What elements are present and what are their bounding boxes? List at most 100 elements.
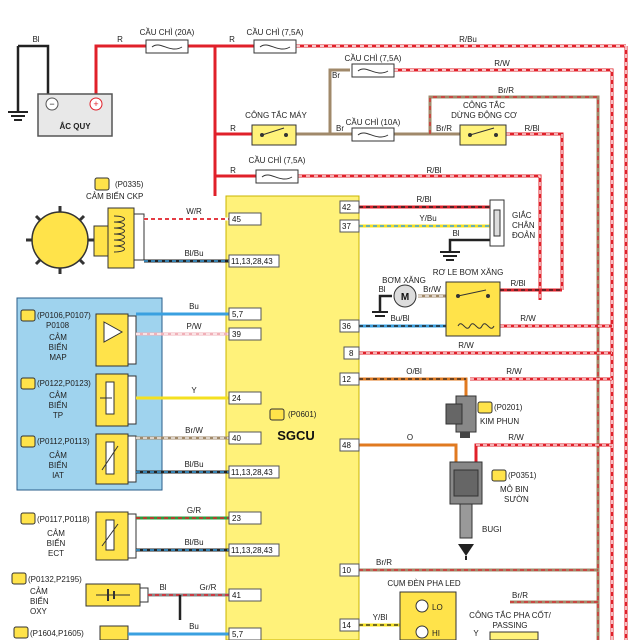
ckp-code: (P0335) (115, 180, 144, 189)
fuse-label: CẦU CHÌ (7,5A) (345, 53, 402, 63)
passing-label: PASSING (493, 621, 528, 630)
ect-sensor: (P0117,P0118) CẢM BIẾN ECT (20, 511, 137, 561)
pin-label: 5,7 (232, 310, 244, 319)
pin-label: 11,13,28,43 (231, 257, 273, 266)
headlight-hi: HI (432, 629, 440, 638)
tilt-sensor: GIẮC CHÂN ĐOẢN (440, 199, 535, 261)
wire-label: W/R (186, 207, 202, 216)
pin-label: 23 (232, 514, 241, 523)
tp-code: (P0122,P0123) (37, 379, 91, 388)
wire-label: R (230, 166, 236, 175)
sgcu-block (225, 195, 360, 640)
pin-label: 11,13,28,43 (231, 546, 273, 555)
wire-label: Bl/Bu (184, 538, 203, 547)
wire-label: R/W (520, 314, 536, 323)
wire-label: Bu (189, 622, 199, 631)
iat-label: CẢM (49, 451, 67, 460)
ignition-coil: (P0351) MÔ BIN SƯỜN BUGI (449, 461, 537, 560)
wire-label: R/Bl (416, 195, 431, 204)
wire-label: R (117, 35, 123, 44)
ect-label: CẢM (47, 529, 65, 538)
fuel-pump: BƠM XĂNG RƠ LE BƠM XĂNG M (372, 268, 504, 337)
iat-code: (P0112,P0113) (37, 437, 90, 446)
map-label: BIẾN (49, 342, 68, 352)
tp-sensor: (P0122,P0123) CẢM BIẾN TP (20, 373, 137, 427)
kill-switch: CÔNG TẮC DỪNG ĐỘNG CƠ (451, 101, 517, 146)
headlight-label: CỤM ĐÈN PHA LED (387, 579, 461, 588)
fuse-label: CẦU CHÌ (10A) (346, 117, 401, 127)
battery: − + ẮC QUY Bl R (8, 35, 123, 137)
wire-label: Bu (189, 302, 199, 311)
wire-label: Br/W (423, 285, 441, 294)
coil-code: (P0351) (508, 471, 537, 480)
left-wire-labels: W/R Bl/Bu Bu P/W Y Br/W Bl/Bu G/R Bl/Bu … (159, 207, 216, 631)
pin-label: 40 (232, 434, 241, 443)
wire-label: Y (473, 629, 479, 638)
pin-label: 5,7 (232, 630, 244, 639)
wire-label: R/Bl (510, 279, 525, 288)
injector-label: KIM PHUN (480, 417, 519, 426)
fuse-label: CẦU CHÌ (20A) (140, 27, 195, 37)
iat-label: IAT (52, 471, 64, 480)
pump-label: RƠ LE BƠM XĂNG (433, 268, 504, 277)
wire-label: R/W (494, 59, 510, 68)
wire-label: Y (191, 386, 197, 395)
pin-label: 10 (342, 566, 351, 575)
wire-label: Br (332, 71, 340, 80)
sgcu-code: (P0601) (288, 410, 317, 419)
oxy-label: CẢM (30, 587, 48, 596)
ckp-label: CẢM BIẾN CKP (86, 191, 143, 201)
ignition-switch: CÔNG TẮC MÁY (245, 111, 307, 146)
iat-label: BIẾN (49, 460, 68, 470)
headlight-assembly: CỤM ĐÈN PHA LED LO HI CÔNG TẮC PHA CỐT/ … (387, 579, 552, 640)
wire-label: Bl (32, 35, 39, 44)
switch-label: CÔNG TẮC (463, 101, 505, 110)
wire-label: Br/R (376, 558, 392, 567)
pin-label: 39 (232, 330, 241, 339)
ect-label: ECT (48, 549, 64, 558)
wire-label: P/W (186, 322, 202, 331)
svg-text:+: + (93, 99, 98, 109)
headlight-lo: LO (432, 603, 443, 612)
wire-label: Br/W (185, 426, 203, 435)
wire-label: O/Bl (406, 367, 422, 376)
left-signal-wires (128, 217, 229, 636)
wire-label: Bl (452, 229, 459, 238)
pump-label: BƠM XĂNG (382, 276, 426, 285)
pin-label: 45 (232, 215, 241, 224)
map-sensor: (P0106,P0107) P0108 CẢM BIẾN MAP (20, 309, 137, 367)
tp-label: TP (53, 411, 63, 420)
fuel-injector: (P0201) KIM PHUN (445, 395, 523, 438)
sgcu-label-group: (P0601) SGCU (269, 408, 317, 443)
switch-label: CÔNG TẮC MÁY (245, 111, 307, 120)
sensor-panel (16, 297, 163, 491)
wire-label: R (230, 124, 236, 133)
pin-label: 42 (342, 203, 351, 212)
fuse-20a: CẦU CHÌ (20A) (140, 27, 195, 54)
oxy-sensor: (P0132,P2195) CẢM BIẾN OXY (11, 572, 149, 616)
tp-label: CẢM (49, 391, 67, 400)
wire-label: G/R (187, 506, 201, 515)
wire-label: R/W (506, 367, 522, 376)
power-wiring (94, 44, 628, 640)
svg-text:M: M (401, 292, 409, 303)
coil-label: MÔ BIN (500, 485, 529, 494)
wire-label: R/Bl (426, 166, 441, 175)
pin-label: 11,13,28,43 (231, 468, 273, 477)
oxy-code: (P0132,P2195) (28, 575, 82, 584)
sgcu-right-pins: 42 37 36 8 12 48 10 14 (339, 200, 360, 632)
ect-label: BIẾN (47, 538, 66, 548)
wire-label: Bu/Bl (390, 314, 409, 323)
pin-label: 48 (342, 441, 351, 450)
wire-label: R/Bu (459, 35, 477, 44)
battery-label: ẮC QUY (59, 122, 91, 131)
fuse-7-5a-low: CẦU CHÌ (7,5A) (249, 155, 306, 184)
map-label: CẢM (49, 333, 67, 342)
wire-label: R (229, 35, 235, 44)
tp-label: BIẾN (49, 400, 68, 410)
pin-label: 24 (232, 394, 241, 403)
pin-label: 12 (342, 375, 351, 384)
right-signal-wires (359, 205, 612, 627)
oxy-label: BIẾN (30, 596, 49, 606)
